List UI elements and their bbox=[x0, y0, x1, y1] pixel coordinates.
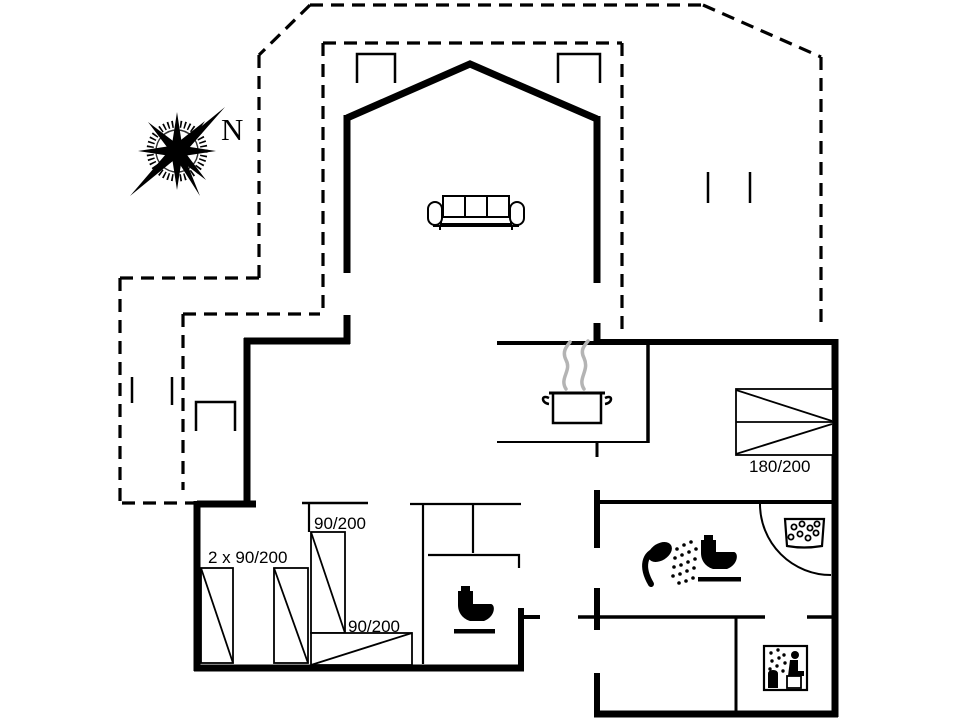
roof-post-mark-left bbox=[355, 52, 397, 83]
interior-walls bbox=[302, 341, 835, 714]
roof-post-mark-right bbox=[556, 52, 602, 83]
single-bed-icon bbox=[310, 632, 413, 666]
door-swing-icon bbox=[759, 503, 832, 576]
sauna-icon bbox=[762, 644, 809, 692]
exterior-walls bbox=[193, 60, 839, 718]
washbasin-icon bbox=[783, 517, 826, 549]
single-bed-lower-label: 90/200 bbox=[348, 617, 400, 636]
basin-bubbles bbox=[787, 520, 821, 542]
steam bbox=[580, 339, 590, 391]
bed-pair-label: 2 x 90/200 bbox=[208, 548, 287, 567]
double-bed-label: 180/200 bbox=[749, 457, 810, 476]
north-label: N bbox=[221, 112, 243, 147]
terrace-step-mark bbox=[194, 400, 237, 431]
bathroom-fixtures bbox=[642, 517, 826, 587]
single-bed-upper-label: 90/200 bbox=[314, 514, 366, 533]
cooking-pot-icon bbox=[541, 339, 613, 425]
sauna-heater bbox=[768, 670, 778, 688]
sauna-person bbox=[788, 660, 804, 676]
wc-toilet-icon bbox=[454, 586, 495, 634]
terrace-dashed-outline bbox=[118, 3, 823, 505]
window-door-marks bbox=[130, 52, 832, 576]
single-bed-icon bbox=[310, 531, 346, 634]
bed-pair-icon bbox=[200, 567, 309, 664]
sauna-steam-dots bbox=[768, 648, 787, 673]
sofa-icon bbox=[427, 195, 525, 230]
bathroom-toilet-icon bbox=[698, 535, 741, 582]
shower-spray bbox=[671, 540, 698, 585]
double-bed-icon bbox=[735, 388, 834, 456]
shower-icon bbox=[642, 540, 698, 587]
steam bbox=[562, 340, 572, 391]
compass-rose-icon: N bbox=[130, 107, 243, 196]
beds: 180/200 2 x 90/200 90/200 90/200 bbox=[200, 388, 834, 666]
